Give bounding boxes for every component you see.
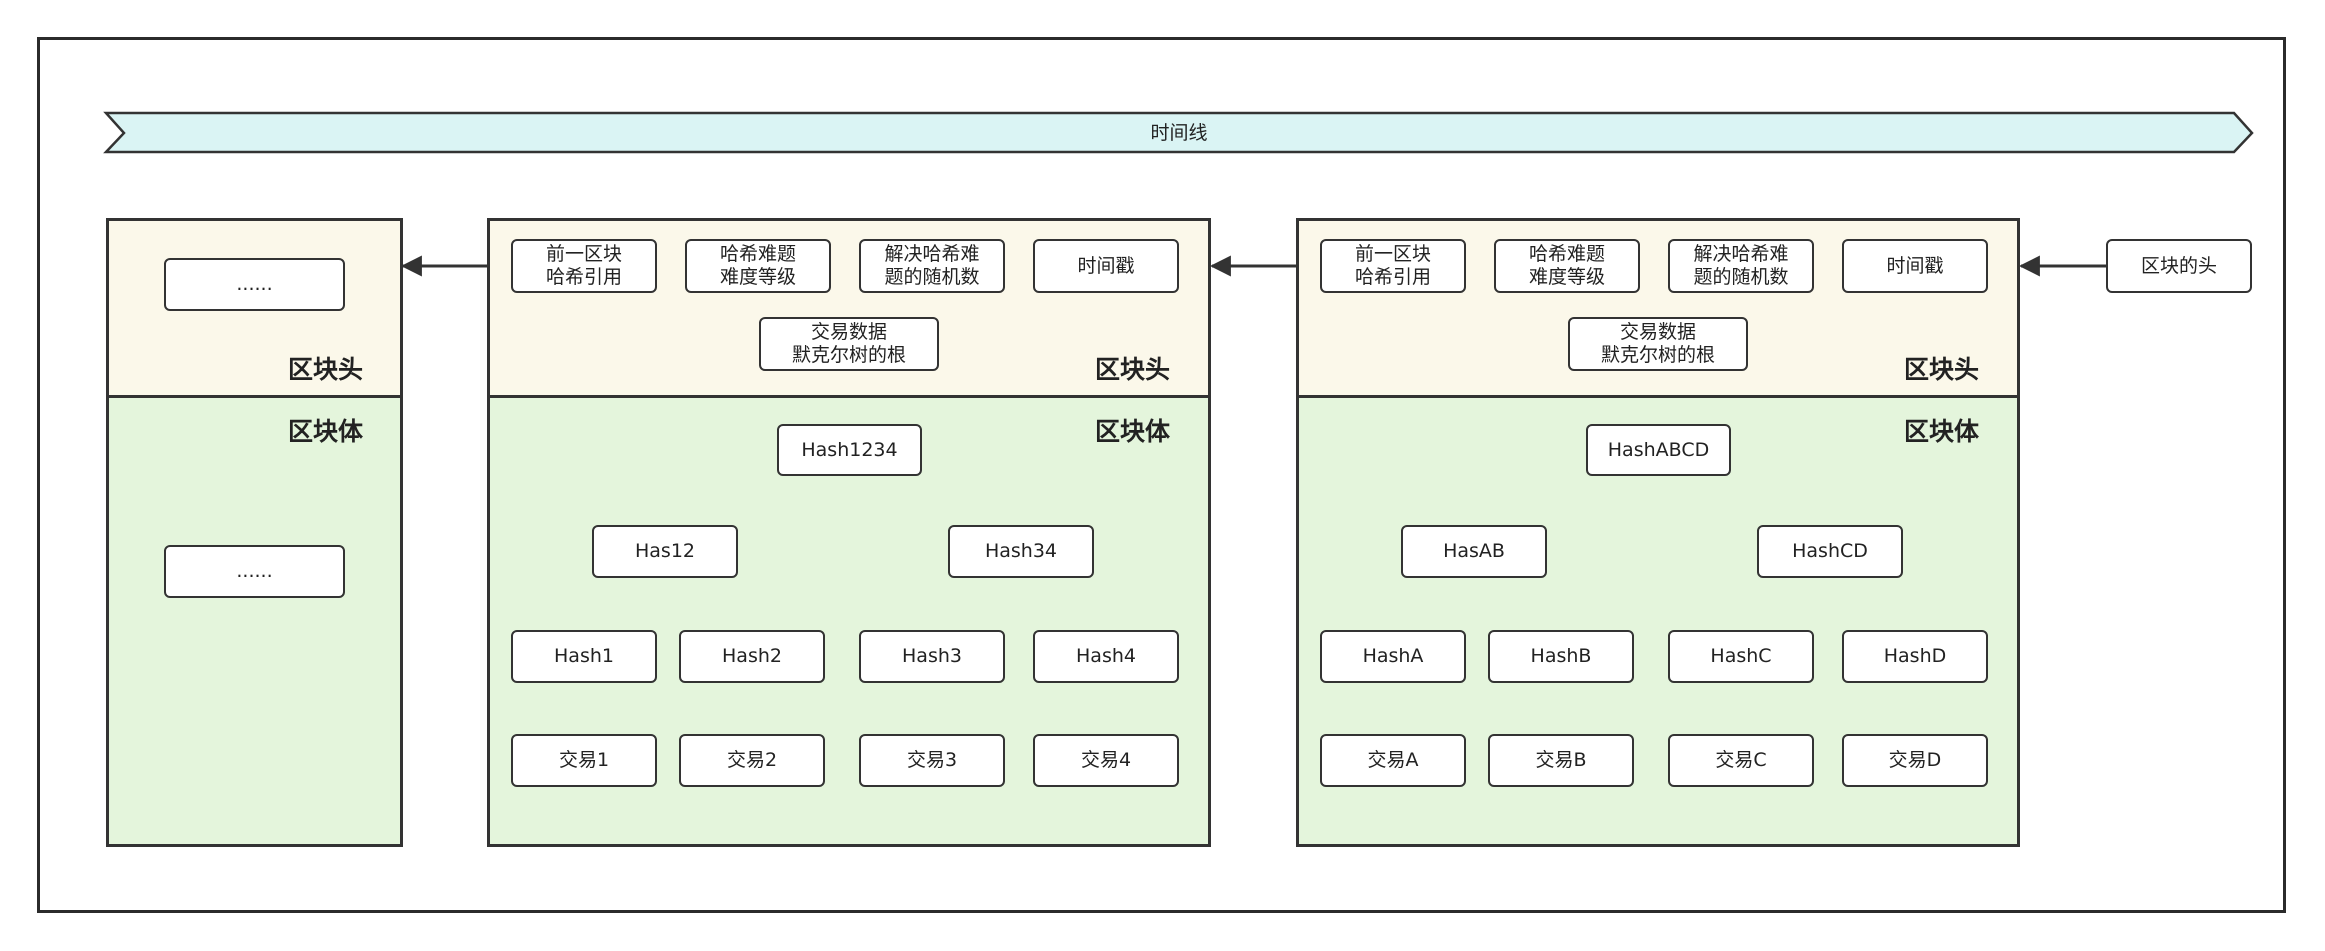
block-0-header-label: 区块头: [288, 355, 364, 384]
block-1-timestamp-field: 时间戳: [1033, 239, 1179, 293]
block-2-leaf-hash-1: HashB: [1488, 630, 1634, 683]
diagram-frame: [37, 37, 2286, 913]
block-2-difficulty-field: 哈希难题 难度等级: [1494, 239, 1640, 293]
block-1-level2-hash-0: Has12: [592, 525, 738, 578]
block-1-body-label: 区块体: [1095, 417, 1171, 446]
block-1-leaf-hash-0: Hash1: [511, 630, 657, 683]
block-1-prev-hash-field: 前一区块 哈希引用: [511, 239, 657, 293]
timeline-arrow: [103, 111, 2254, 154]
block-1-transaction-3: 交易4: [1033, 734, 1179, 787]
block-2-level2-hash-1: HashCD: [1757, 525, 1903, 578]
block-1-merkle-root-field: 交易数据 默克尔树的根: [759, 317, 939, 371]
block-2-leaf-hash-3: HashD: [1842, 630, 1988, 683]
block-2-leaf-hash-2: HashC: [1668, 630, 1814, 683]
block-2-header-label: 区块头: [1904, 355, 1980, 384]
block-2-transaction-0: 交易A: [1320, 734, 1466, 787]
block-1-leaf-hash-1: Hash2: [679, 630, 825, 683]
block-1-transaction-0: 交易1: [511, 734, 657, 787]
block-2-merkle-root-field: 交易数据 默克尔树的根: [1568, 317, 1748, 371]
block-0-body: [106, 395, 403, 847]
block-1-leaf-hash-2: Hash3: [859, 630, 1005, 683]
block-2-transaction-1: 交易B: [1488, 734, 1634, 787]
block-1-transaction-2: 交易3: [859, 734, 1005, 787]
block-1-leaf-hash-3: Hash4: [1033, 630, 1179, 683]
block-0-body-label: 区块体: [288, 417, 364, 446]
block-1-header-label: 区块头: [1095, 355, 1171, 384]
block-2-leaf-hash-0: HashA: [1320, 630, 1466, 683]
block-2-body-label: 区块体: [1904, 417, 1980, 446]
block-2-transaction-3: 交易D: [1842, 734, 1988, 787]
block-1-level2-hash-1: Hash34: [948, 525, 1094, 578]
block-2-level2-hash-0: HasAB: [1401, 525, 1547, 578]
block-1-root-hash: Hash1234: [777, 424, 922, 476]
block-2-prev-hash-field: 前一区块 哈希引用: [1320, 239, 1466, 293]
timeline-label: 时间线: [1150, 121, 1208, 144]
chain-head-box: 区块的头: [2106, 239, 2252, 293]
block-2-nonce-field: 解决哈希难 题的随机数: [1668, 239, 1814, 293]
block-0-header-ellipsis: ......: [164, 258, 345, 311]
block-2-root-hash: HashABCD: [1586, 424, 1731, 476]
block-0-body-ellipsis: ......: [164, 545, 345, 598]
block-1-difficulty-field: 哈希难题 难度等级: [685, 239, 831, 293]
block-1-transaction-1: 交易2: [679, 734, 825, 787]
block-2-transaction-2: 交易C: [1668, 734, 1814, 787]
block-2-timestamp-field: 时间戳: [1842, 239, 1988, 293]
block-1-nonce-field: 解决哈希难 题的随机数: [859, 239, 1005, 293]
